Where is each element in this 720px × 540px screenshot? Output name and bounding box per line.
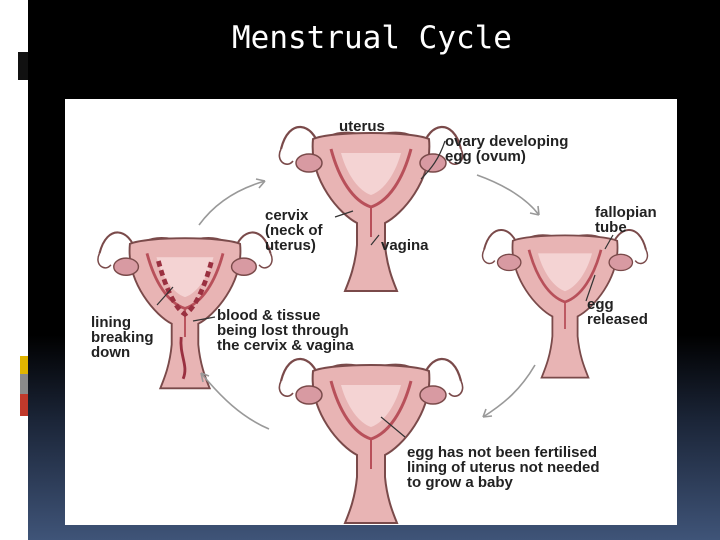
label-uterus: uterus — [339, 118, 385, 135]
label-egg-released: egg released — [587, 296, 648, 328]
uterus-left — [96, 231, 274, 390]
label-leaders — [156, 140, 614, 438]
label-vagina: vagina — [381, 237, 429, 254]
label-egg-not-fertilised: egg has not been fertilised lining of ut… — [407, 444, 600, 491]
slide-accent-red — [20, 394, 28, 416]
label-ovary-developing-egg: ovary developing egg (ovum) — [445, 133, 569, 165]
slide-left-strip — [0, 0, 28, 540]
slide-accent-bar — [18, 52, 28, 80]
cycle-diagram — [96, 125, 649, 525]
slide-accent-gray — [20, 374, 28, 394]
menstrual-cycle-figure: uterus ovary developing egg (ovum) cervi… — [65, 99, 677, 525]
label-cervix: cervix (neck of uterus) — [265, 207, 323, 254]
slide-title: Menstrual Cycle — [232, 20, 512, 56]
slide-accent-yellow — [20, 356, 28, 374]
label-lining-breaking-down: lining breaking down — [91, 314, 154, 361]
cycle-arrows — [198, 174, 540, 430]
uterus-bottom — [277, 357, 465, 525]
label-fallopian-tube: fallopian tube — [595, 204, 657, 236]
label-blood-tissue-lost: blood & tissue being lost through the ce… — [217, 307, 354, 354]
